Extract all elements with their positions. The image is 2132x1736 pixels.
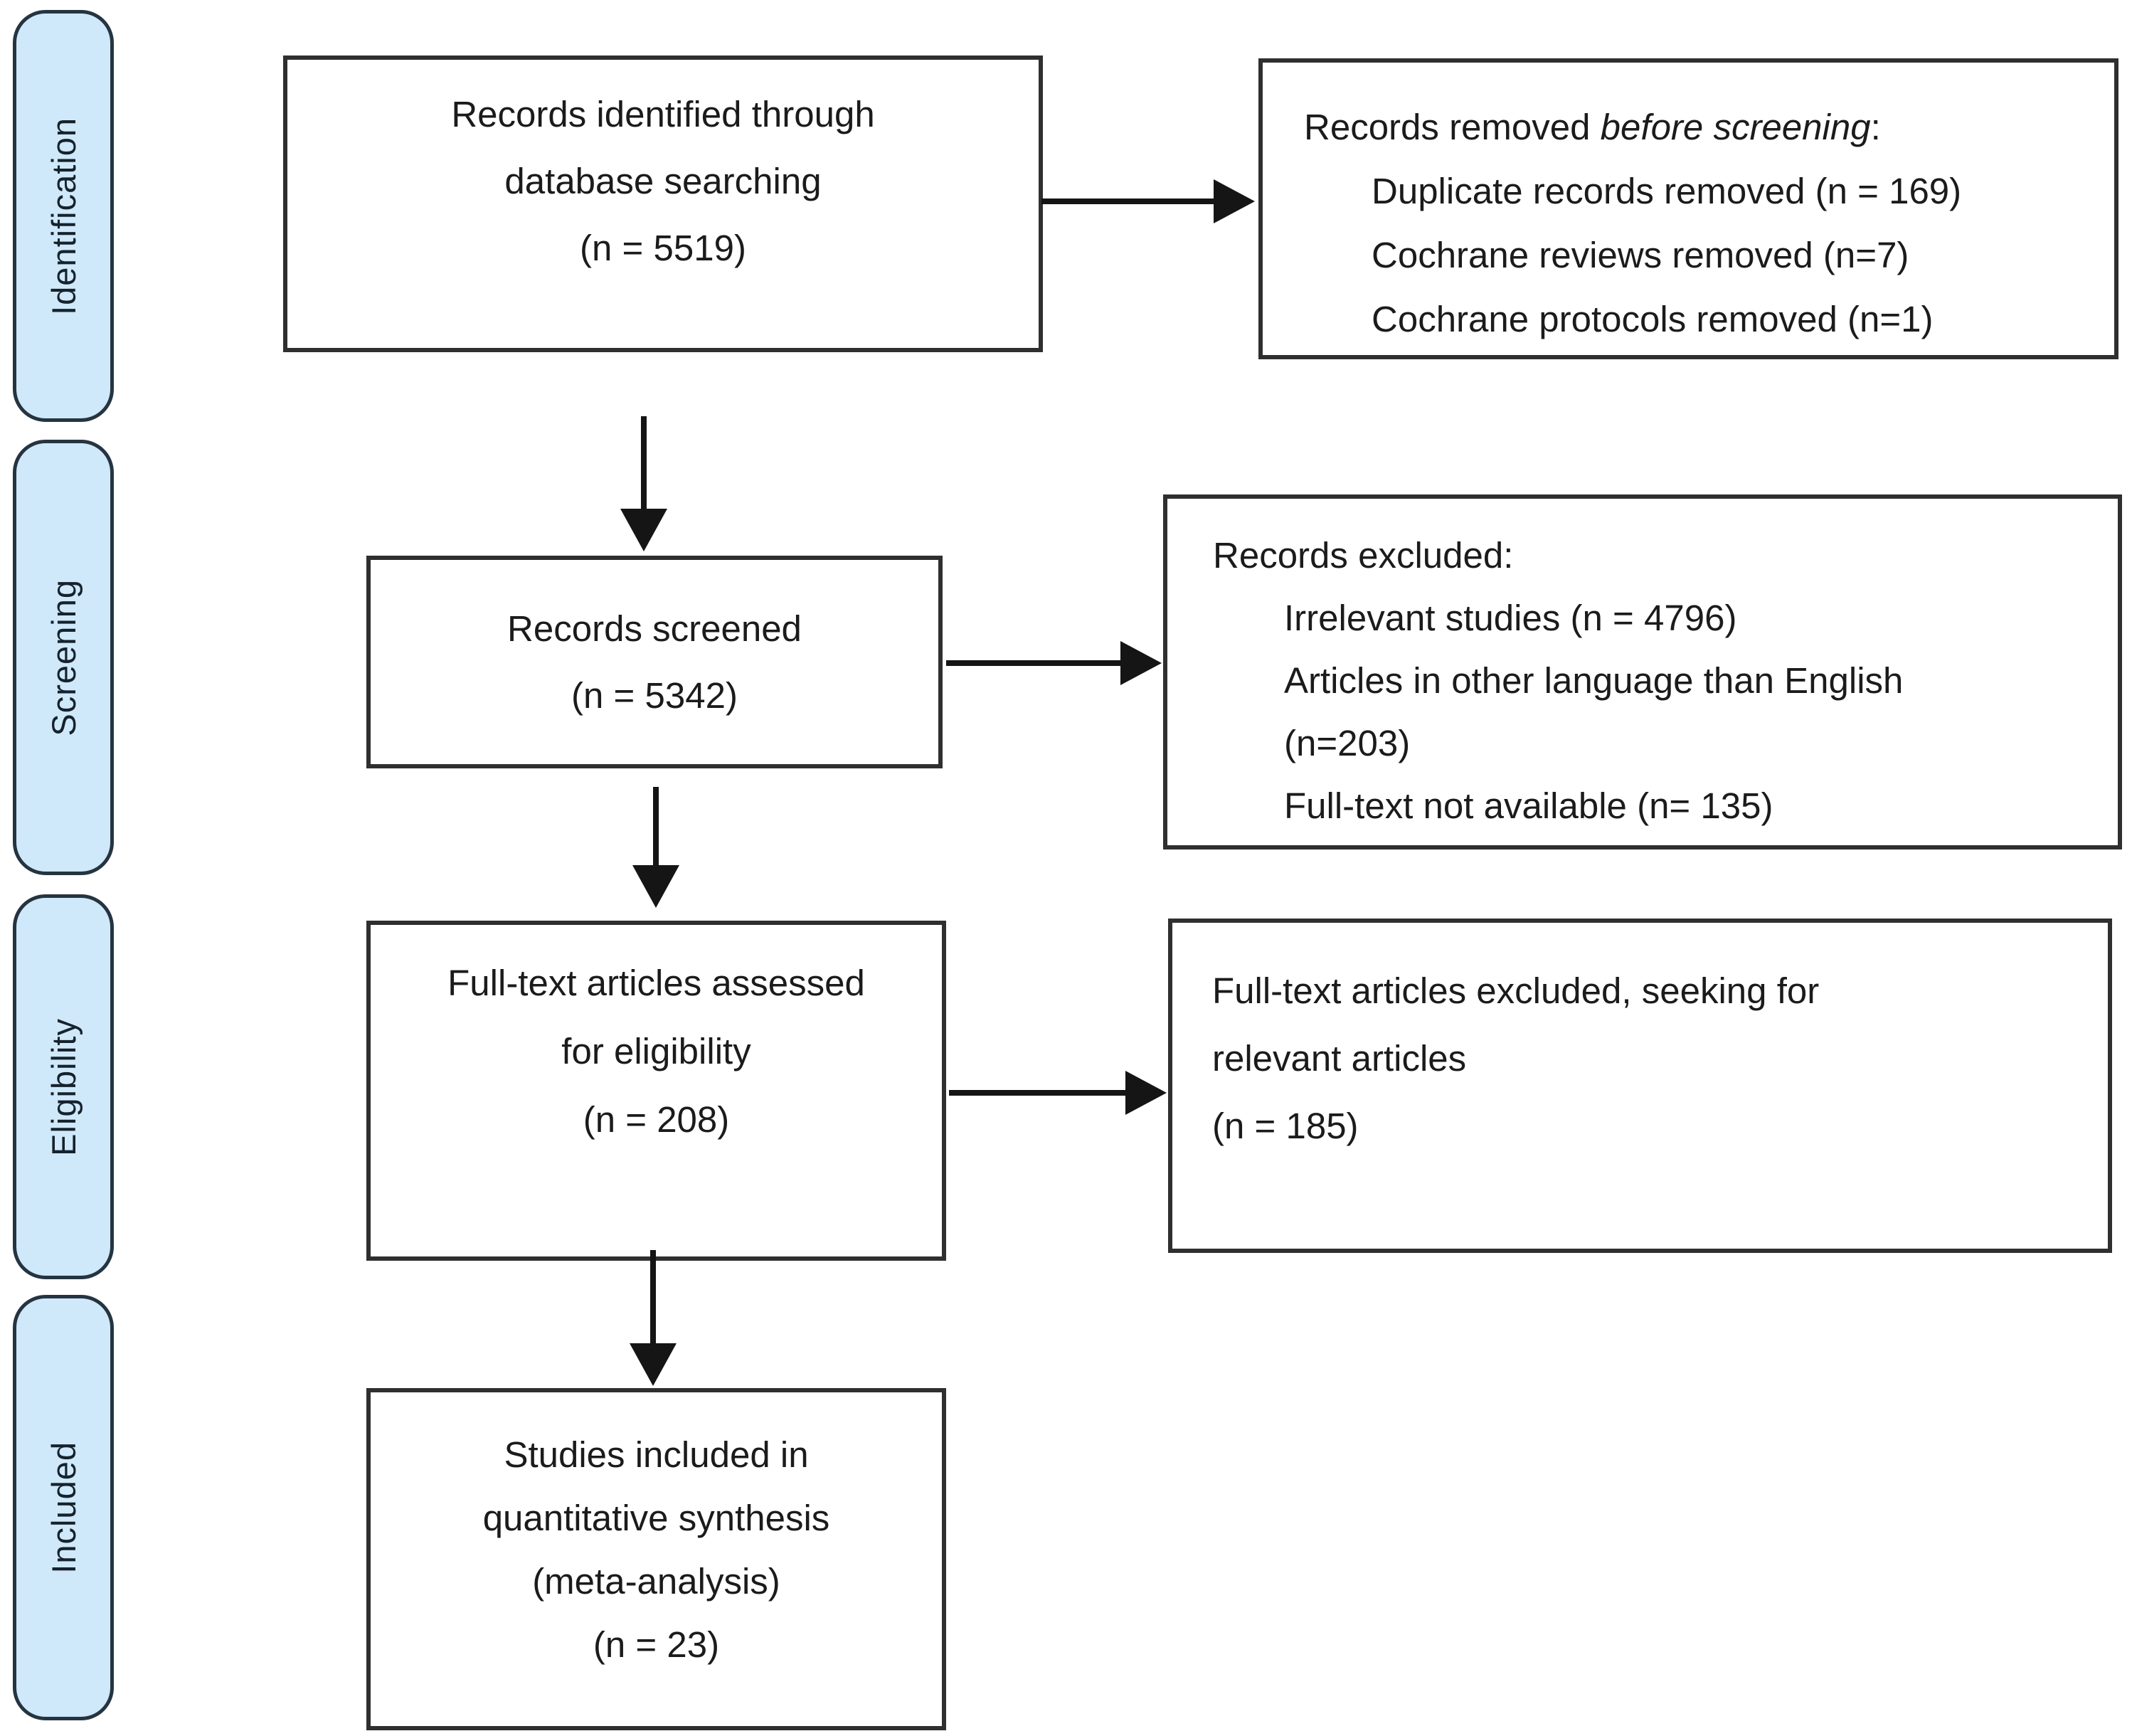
down-arrow-icon [620, 416, 667, 551]
box-records-removed-title: Records removed before screening: [1304, 107, 1881, 147]
arrow-head [630, 1343, 677, 1386]
box-studies-included-line: (n = 23) [593, 1624, 720, 1665]
box-records-excluded-title: Records excluded: [1213, 535, 1514, 576]
box-studies-included-line: quantitative synthesis [482, 1497, 830, 1538]
box-records-excluded-item: Irrelevant studies (n = 4796) [1284, 598, 1737, 638]
stage-label-eligibility-text: Eligibility [44, 1017, 83, 1156]
box-fulltext-excluded-line: Full-text articles excluded, seeking for [1212, 970, 1820, 1011]
box-records-removed-title-italic: before screening [1600, 107, 1871, 147]
arrow-shaft [641, 416, 647, 510]
down-arrow-icon [630, 1250, 677, 1386]
stage-label-screening: Screening [13, 440, 114, 875]
box-studies-included: Studies included in quantitative synthes… [366, 1388, 946, 1730]
box-fulltext-excluded: Full-text articles excluded, seeking for… [1168, 919, 2112, 1253]
right-arrow-icon [946, 640, 1162, 687]
arrow-shaft [653, 787, 659, 867]
stage-label-included-text: Included [44, 1441, 83, 1574]
box-records-removed-item: Cochrane protocols removed (n=1) [1372, 299, 1934, 339]
arrow-head [1120, 641, 1162, 685]
box-records-removed-item: Cochrane reviews removed (n=7) [1372, 235, 1909, 275]
right-arrow-icon [949, 1069, 1167, 1116]
stage-label-eligibility: Eligibility [13, 894, 114, 1279]
box-records-identified-line: database searching [504, 160, 822, 201]
down-arrow-icon [632, 787, 679, 908]
stage-label-identification: Identification [13, 10, 114, 422]
stage-label-screening-text: Screening [44, 578, 83, 736]
box-records-screened-line: Records screened [507, 608, 802, 649]
box-fulltext-assessed: Full-text articles assessed for eligibil… [366, 921, 946, 1261]
arrow-head [632, 865, 679, 908]
box-records-excluded-item: Full-text not available (n= 135) [1284, 785, 1773, 826]
box-records-screened: Records screened (n = 5342) [366, 556, 943, 768]
box-records-identified-line: (n = 5519) [580, 227, 746, 268]
box-records-identified-line: Records identified through [451, 93, 875, 134]
box-records-screened-line: (n = 5342) [571, 674, 738, 716]
arrow-head [1125, 1071, 1167, 1115]
box-studies-included-line: Studies included in [504, 1434, 809, 1475]
box-records-removed-title-suffix: : [1870, 107, 1881, 147]
box-fulltext-excluded-line: relevant articles [1212, 1038, 1467, 1079]
stage-label-identification-text: Identification [44, 117, 83, 315]
box-fulltext-assessed-line: (n = 208) [583, 1099, 730, 1140]
box-records-identified: Records identified through database sear… [283, 55, 1043, 352]
box-records-excluded: Records excluded: Irrelevant studies (n … [1163, 494, 2122, 850]
arrow-shaft [949, 1090, 1127, 1096]
arrow-head [1214, 179, 1255, 223]
box-fulltext-assessed-line: Full-text articles assessed [447, 963, 865, 1003]
box-records-removed-before-screening: Records removed before screening: Duplic… [1258, 58, 2118, 359]
arrow-shaft [1041, 199, 1215, 204]
box-fulltext-assessed-line: for eligibility [561, 1031, 751, 1071]
box-records-excluded-item: (n=203) [1284, 723, 1411, 763]
box-fulltext-excluded-line: (n = 185) [1212, 1106, 1359, 1146]
box-studies-included-line: (meta-analysis) [532, 1560, 780, 1602]
box-records-excluded-item: Articles in other language than English [1284, 660, 1904, 701]
arrow-head [620, 509, 667, 551]
arrow-shaft [650, 1250, 656, 1345]
arrow-shaft [946, 660, 1122, 666]
box-records-removed-title-prefix: Records removed [1304, 107, 1601, 147]
right-arrow-icon [1041, 178, 1255, 225]
stage-label-included: Included [13, 1295, 114, 1720]
box-records-removed-item: Duplicate records removed (n = 169) [1372, 171, 1962, 211]
